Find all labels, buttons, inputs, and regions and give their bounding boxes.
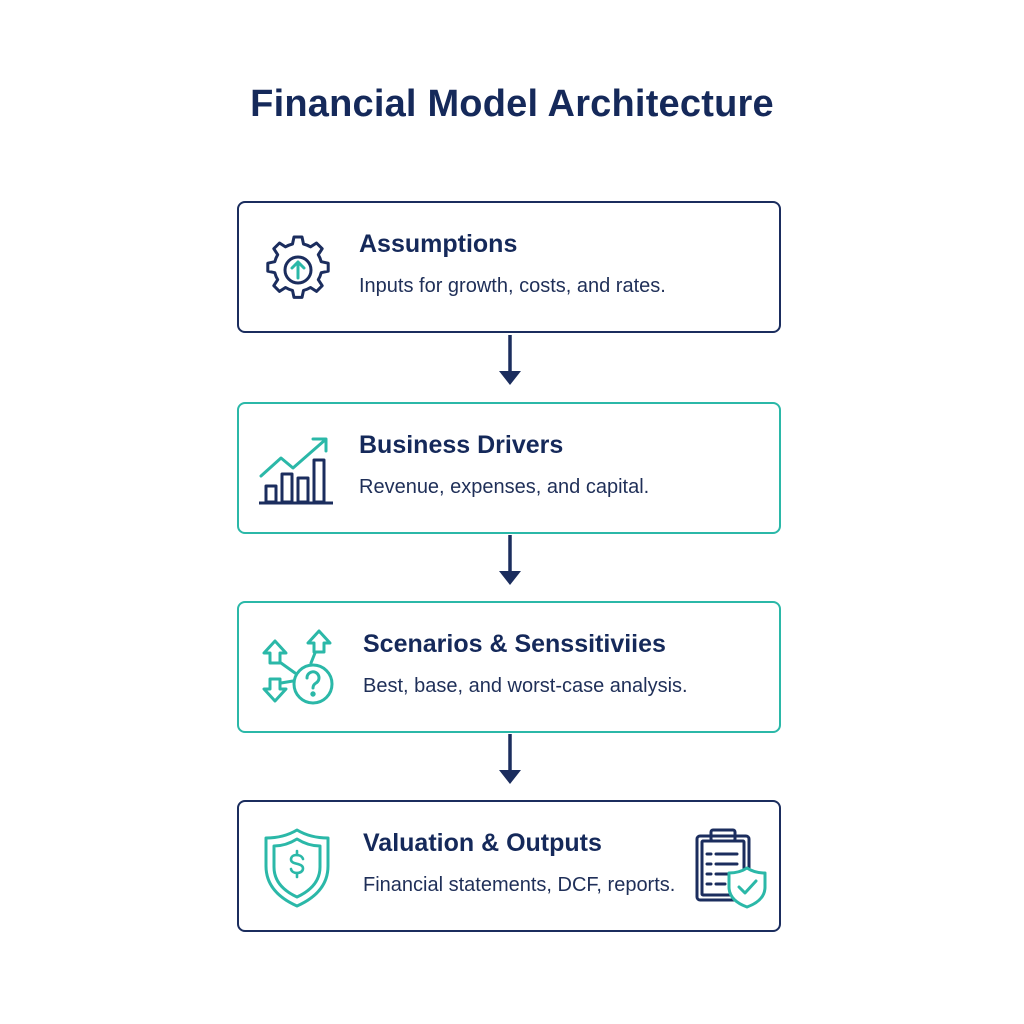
step-business-drivers: Business Drivers Revenue, expenses, and … xyxy=(237,402,781,534)
scenario-arrows-question-icon xyxy=(262,629,334,705)
step-description: Inputs for growth, costs, and rates. xyxy=(359,275,666,297)
step-description: Revenue, expenses, and capital. xyxy=(359,476,650,498)
flow-arrow-down-icon xyxy=(499,335,521,385)
bar-chart-trend-icon xyxy=(259,437,333,505)
gear-with-up-arrow-icon xyxy=(266,235,330,299)
step-heading: Scenarios & Senssitiviies xyxy=(363,630,666,658)
step-heading: Business Drivers xyxy=(359,431,564,459)
step-heading: Assumptions xyxy=(359,230,518,258)
step-description: Financial statements, DCF, reports. xyxy=(363,874,676,896)
flow-arrow-down-icon xyxy=(499,535,521,585)
step-assumptions: Assumptions Inputs for growth, costs, an… xyxy=(237,201,781,333)
step-heading: Valuation & Outputs xyxy=(363,829,602,857)
flow-arrow-down-icon xyxy=(499,734,521,784)
clipboard-check-icon xyxy=(695,828,767,909)
dollar-shield-icon xyxy=(264,828,330,908)
step-description: Best, base, and worst-case analysis. xyxy=(363,675,688,697)
diagram-title: Financial Model Architecture xyxy=(250,83,774,126)
step-valuation-outputs: Valuation & Outputs Financial statements… xyxy=(237,800,781,932)
step-scenarios: Scenarios & Senssitiviies Best, base, an… xyxy=(237,601,781,733)
